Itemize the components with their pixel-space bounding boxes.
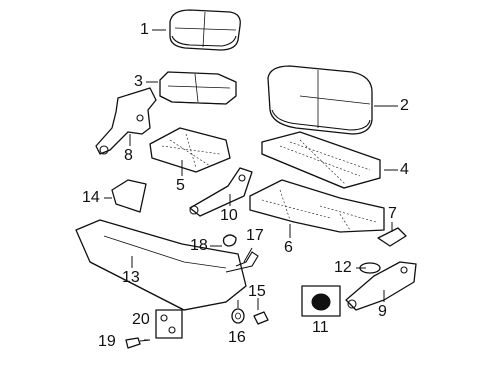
- callout-19: 19: [98, 333, 116, 350]
- callout-20: 20: [132, 311, 150, 328]
- part-2-rear-cushion: [267, 65, 373, 135]
- callout-3: 3: [134, 73, 143, 90]
- part-10-link: [189, 167, 253, 217]
- part-7-bracket: [377, 227, 407, 247]
- part-1-cushion-pad: [169, 9, 241, 51]
- callout-8: 8: [124, 147, 133, 164]
- callout-6: 6: [284, 239, 293, 256]
- part-15-spacer: [253, 311, 269, 325]
- callout-17: 17: [246, 227, 264, 244]
- callout-2: 2: [400, 97, 409, 114]
- part-18-clip: [222, 234, 237, 247]
- leader-lines: [104, 29, 398, 341]
- callout-5: 5: [176, 177, 185, 194]
- callout-1: 1: [140, 21, 149, 38]
- callout-9: 9: [378, 303, 387, 320]
- callout-16: 16: [228, 329, 246, 346]
- callout-7: 7: [388, 205, 397, 222]
- callout-13: 13: [122, 269, 140, 286]
- part-5-seat-pan: [149, 127, 231, 173]
- part-6-lower-frame: [249, 179, 385, 233]
- callout-11: 11: [312, 319, 329, 336]
- part-9-recliner: [345, 261, 417, 311]
- part-14-cover: [111, 179, 147, 213]
- part-11-cap-box: [301, 285, 341, 317]
- callout-14: 14: [82, 189, 100, 206]
- part-3-seat-cushion: [159, 71, 237, 105]
- part-4-rear-frame: [261, 131, 381, 189]
- part-20-nuts-box: [155, 309, 183, 339]
- part-13-tray: [75, 219, 247, 311]
- callout-10: 10: [220, 207, 238, 224]
- part-17-rod: [225, 251, 259, 273]
- callout-12: 12: [334, 259, 352, 276]
- callout-18: 18: [190, 237, 208, 254]
- callout-15: 15: [248, 283, 266, 300]
- callout-4: 4: [400, 161, 409, 178]
- part-8-bracket: [95, 87, 157, 155]
- part-16-nut: [231, 308, 245, 324]
